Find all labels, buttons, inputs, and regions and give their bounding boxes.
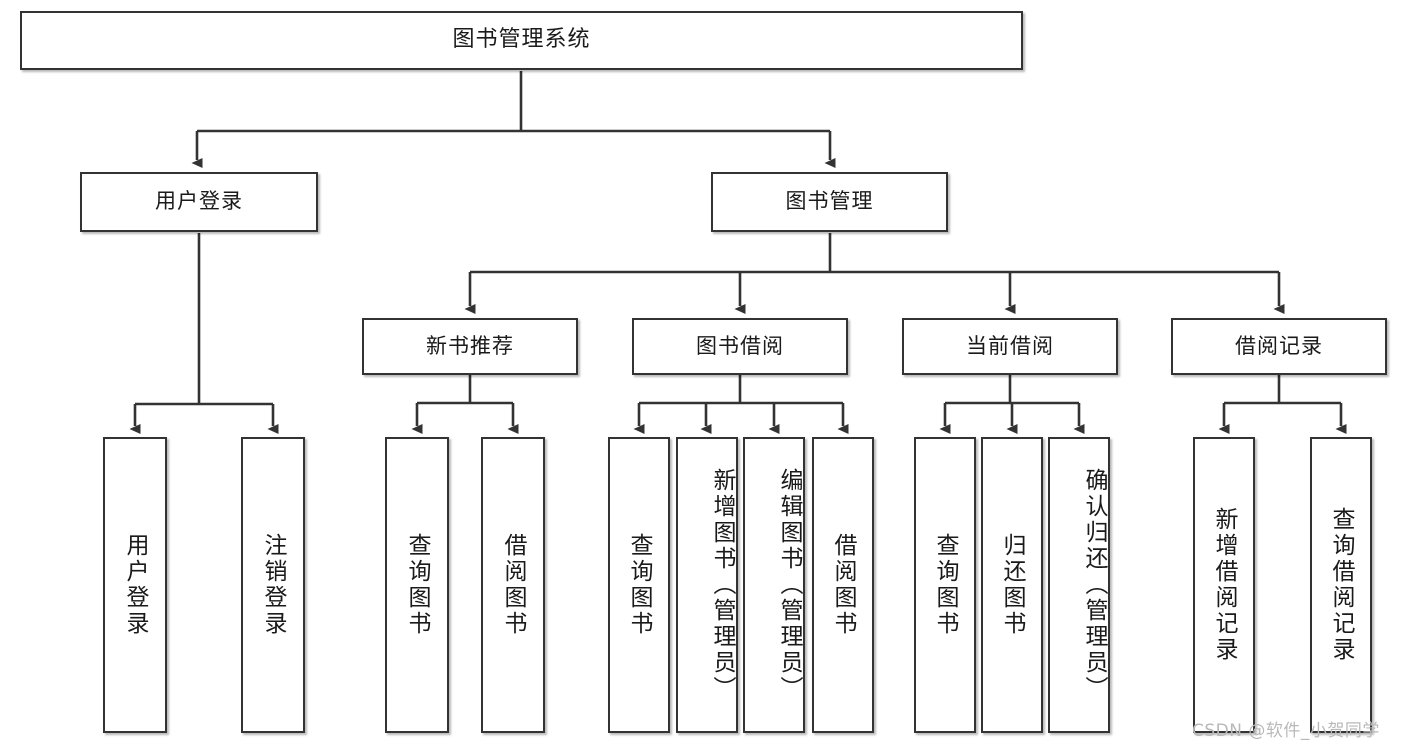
leaf-book-borrow-add-book-admin[interactable]: 新增图书（管理员） (676, 437, 738, 733)
leaf-book-borrow-borrow-book[interactable]: 借阅图书 (812, 437, 874, 733)
node-book-management[interactable]: 图书管理 (711, 172, 948, 232)
node-new-book-recommend[interactable]: 新书推荐 (362, 318, 578, 375)
leaf-user-login-logout[interactable]: 注销登录 (241, 437, 305, 733)
node-current-borrow[interactable]: 当前借阅 (902, 318, 1118, 375)
leaf-new-book-query-book[interactable]: 查询图书 (385, 437, 449, 733)
leaf-book-borrow-query-book[interactable]: 查询图书 (608, 437, 670, 733)
leaf-current-borrow-query-book[interactable]: 查询图书 (914, 437, 976, 733)
node-user-login[interactable]: 用户登录 (80, 172, 318, 232)
node-book-borrow[interactable]: 图书借阅 (632, 318, 848, 375)
leaf-borrow-record-query-record[interactable]: 查询借阅记录 (1310, 437, 1372, 733)
node-root-book-management-system[interactable]: 图书管理系统 (20, 11, 1023, 70)
leaf-current-borrow-confirm-return-admin[interactable]: 确认归还（管理员） (1048, 437, 1110, 733)
leaf-user-login-login[interactable]: 用户登录 (103, 437, 167, 733)
leaf-borrow-record-add-record[interactable]: 新增借阅记录 (1193, 437, 1255, 733)
leaf-book-borrow-edit-book-admin[interactable]: 编辑图书（管理员） (743, 437, 805, 733)
leaf-current-borrow-return-book[interactable]: 归还图书 (981, 437, 1043, 733)
leaf-new-book-borrow-book[interactable]: 借阅图书 (481, 437, 545, 733)
csdn-watermark: CSDN @软件_小贺同学 (1192, 721, 1380, 741)
node-borrow-record[interactable]: 借阅记录 (1171, 318, 1387, 375)
